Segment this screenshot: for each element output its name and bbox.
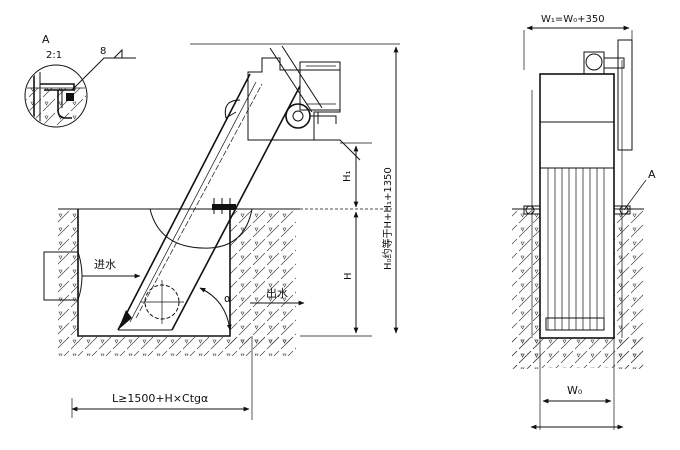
front-detail-callout: A	[648, 168, 656, 181]
angle-label: α	[224, 292, 231, 305]
channel	[77, 209, 231, 337]
w0-label: W₀	[567, 384, 583, 397]
discharge-chute	[224, 99, 241, 119]
h-label: H	[343, 272, 354, 280]
length-label: L≥1500+H×Ctgα	[112, 392, 208, 405]
top-sprocket	[285, 103, 311, 129]
outlet-label: 出水	[266, 286, 288, 300]
screen-bars	[547, 168, 605, 330]
detail-label: A	[42, 33, 50, 46]
screen-body	[539, 73, 615, 339]
detail-circle	[24, 64, 88, 128]
inlet-label: 进水	[94, 258, 116, 271]
detail-scale: 2:1	[46, 50, 62, 61]
side-view: 进水 出水 α	[43, 43, 400, 420]
front-motor	[583, 51, 605, 75]
front-view: W₁=W₀+350 A W₀	[512, 14, 656, 430]
w1-label: W₁=W₀+350	[541, 14, 605, 25]
detail-a: A 2:1 8	[24, 33, 136, 128]
h1-label: H₁	[342, 170, 353, 182]
h0-label: H₀约等于H+H₁+1350	[381, 167, 394, 270]
inlet-pipe	[43, 251, 79, 301]
motor	[299, 61, 341, 111]
weld-leader	[71, 57, 136, 91]
side-cover	[617, 39, 633, 151]
weld-size: 8	[100, 46, 106, 57]
